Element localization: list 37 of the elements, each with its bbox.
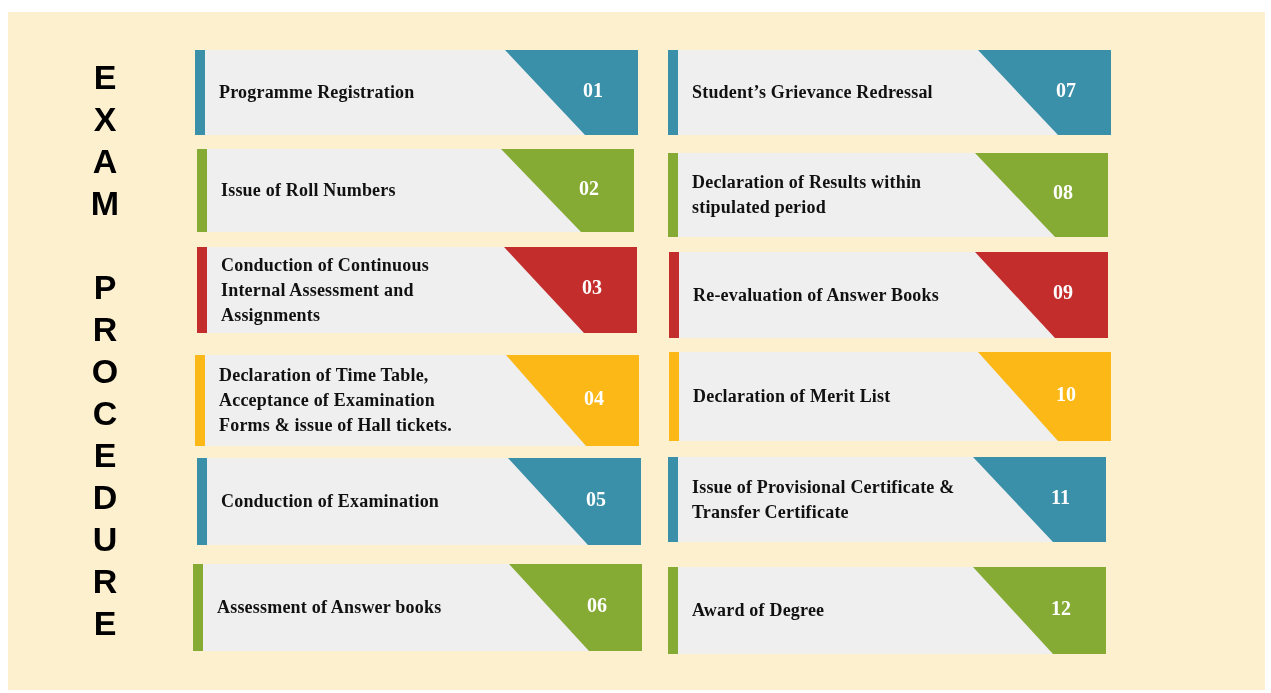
step-card bbox=[668, 153, 1108, 237]
step-number: 11 bbox=[1051, 485, 1070, 509]
step-label: Declaration of Results within stipulated period bbox=[692, 171, 923, 219]
step-label: Award of Degree bbox=[692, 599, 826, 622]
step-label: Programme Registration bbox=[219, 81, 416, 104]
title: EXAM PROCEDURE bbox=[89, 57, 121, 644]
step-card bbox=[668, 50, 1111, 135]
step-label: Declaration of Time Table, Acceptance of Examination Forms & issue of Hall tickets. bbox=[219, 364, 453, 437]
step-label: Re-evaluation of Answer Books bbox=[693, 283, 940, 307]
step-card bbox=[195, 355, 639, 446]
step-number: 10 bbox=[1056, 382, 1076, 406]
step-label: Conduction of Examination bbox=[221, 490, 441, 513]
step-card bbox=[193, 564, 642, 651]
step-label: Student’s Grievance Redressal bbox=[692, 81, 934, 104]
step-label: Conduction of Continuous Internal Assessment and Assignments bbox=[221, 253, 430, 327]
step-number: 02 bbox=[579, 176, 599, 200]
step-number: 01 bbox=[583, 78, 603, 102]
step-card bbox=[668, 567, 1106, 654]
step-label: Declaration of Merit List bbox=[693, 385, 892, 408]
step-number: 12 bbox=[1051, 596, 1071, 620]
step-card bbox=[668, 457, 1106, 542]
step-card bbox=[197, 247, 637, 333]
step-card bbox=[197, 149, 634, 232]
step-number: 07 bbox=[1056, 78, 1076, 102]
step-number: 05 bbox=[586, 487, 606, 511]
step-label: Assessment of Answer books bbox=[217, 596, 443, 619]
step-card bbox=[669, 252, 1108, 338]
step-label: Issue of Roll Numbers bbox=[221, 179, 397, 202]
step-label: Issue of Provisional Certificate & Transfer Certificate bbox=[692, 475, 956, 524]
step-number: 04 bbox=[584, 386, 604, 410]
step-number: 08 bbox=[1053, 181, 1073, 204]
step-number: 03 bbox=[582, 276, 602, 299]
step-number: 06 bbox=[587, 593, 607, 617]
step-card bbox=[669, 352, 1111, 441]
step-card bbox=[195, 50, 638, 135]
step-number: 09 bbox=[1053, 281, 1073, 304]
step-card bbox=[197, 458, 641, 545]
